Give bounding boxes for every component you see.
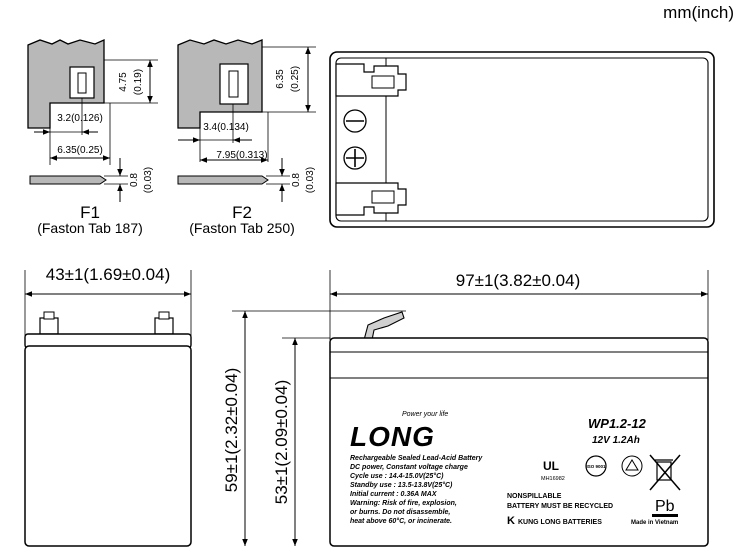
- brand-logo: LONG: [350, 421, 435, 452]
- ul-code: MH16982: [541, 476, 565, 482]
- tab-f1-diagram: 4.75 (0.19) 3.2(0.126) 6.35(0.25) 0.8 (0…: [27, 38, 158, 236]
- iso-mark: ISO 9001: [586, 464, 606, 469]
- f1-subtitle: (Faston Tab 187): [37, 220, 143, 236]
- front-terminal: [363, 311, 405, 341]
- f2-height-in: (0.25): [290, 66, 301, 92]
- f1-tab-profile: [29, 175, 107, 185]
- front-view: 97±1(3.82±0.04) 59±1(2.32±0.04) 53±1(2.0…: [222, 270, 709, 547]
- f2-name: F2: [232, 203, 252, 222]
- pb-bar: [652, 514, 678, 517]
- total-height-label: 59±1(2.32±0.04): [222, 368, 241, 493]
- label-line-2: DC power, Constant voltage charge: [350, 464, 468, 471]
- label-line-8: heat above 60°C, or incinerate.: [350, 517, 452, 525]
- f2-width: 7.95(0.313): [216, 150, 267, 161]
- top-view-outline: [329, 51, 715, 228]
- label-line-5: Initial current : 0.36A MAX: [350, 491, 438, 498]
- side-case: [24, 345, 192, 547]
- top-view-inner-outline: [335, 57, 709, 222]
- f1-name: F1: [80, 203, 100, 222]
- maker-logo-icon: K: [507, 515, 515, 527]
- model-number: WP1.2-12: [588, 416, 647, 431]
- label-line-7: or burns. Do not disassemble,: [350, 509, 450, 516]
- brand-tagline: Power your life: [402, 411, 448, 418]
- pb-mark: Pb: [655, 498, 675, 515]
- top-view: [329, 51, 715, 228]
- case-height-label: 53±1(2.09±0.04): [272, 380, 291, 505]
- side-terminal-right: [154, 317, 174, 335]
- label-line-4: Standby use : 13.5-13.8V(25°C): [350, 481, 453, 489]
- made-in: Made in Vietnam: [631, 520, 678, 526]
- label-line-1: Rechargeable Sealed Lead-Acid Battery: [350, 455, 483, 462]
- f1-tab-slot: [77, 72, 87, 94]
- f1-thickness-mm: 0.8: [129, 173, 140, 187]
- iso-seal-icon: [585, 455, 607, 477]
- f2-thickness-in: (0.03): [305, 167, 316, 193]
- label-line-3: Cycle use : 14.4-15.0V(25°C): [350, 472, 444, 480]
- crossed-bin-icon: [649, 454, 681, 491]
- nonspillable-text: NONSPILLABLE: [507, 493, 562, 500]
- side-view: 43±1(1.69±0.04): [24, 265, 192, 547]
- f1-height-in-label: (0.19): [133, 69, 144, 95]
- f2-tab-profile: [177, 175, 269, 185]
- front-length-label: 97±1(3.82±0.04): [456, 271, 581, 290]
- recycle-note: BATTERY MUST BE RECYCLED: [507, 503, 613, 510]
- tab-f2-diagram: 6.35 (0.25) 3.4(0.134) 7.95(0.313) 0.8 (…: [177, 39, 316, 236]
- ul-mark-icon: UL: [543, 459, 559, 473]
- f2-tab-slot: [228, 70, 239, 98]
- f1-thickness-in: (0.03): [143, 167, 154, 193]
- f2-thickness-mm: 0.8: [291, 173, 302, 187]
- f1-hole-offset: 3.2(0.126): [57, 113, 103, 124]
- side-terminal-left: [39, 317, 59, 335]
- f1-height-mm: 4.75: [118, 72, 129, 92]
- f2-hole-offset: 3.4(0.134): [203, 122, 249, 133]
- recycle-icon: [621, 455, 643, 477]
- maker-name: KUNG LONG BATTERIES: [518, 519, 602, 526]
- unit-note: mm(inch): [663, 3, 734, 22]
- label-line-6: Warning: Risk of fire, explosion,: [350, 500, 457, 507]
- f2-subtitle: (Faston Tab 250): [189, 220, 295, 236]
- rating: 12V 1.2Ah: [592, 435, 640, 446]
- front-case: [329, 337, 709, 547]
- f1-width: 6.35(0.25): [57, 145, 103, 156]
- f2-height-mm: 6.35: [275, 69, 286, 89]
- side-width-label: 43±1(1.69±0.04): [46, 265, 171, 284]
